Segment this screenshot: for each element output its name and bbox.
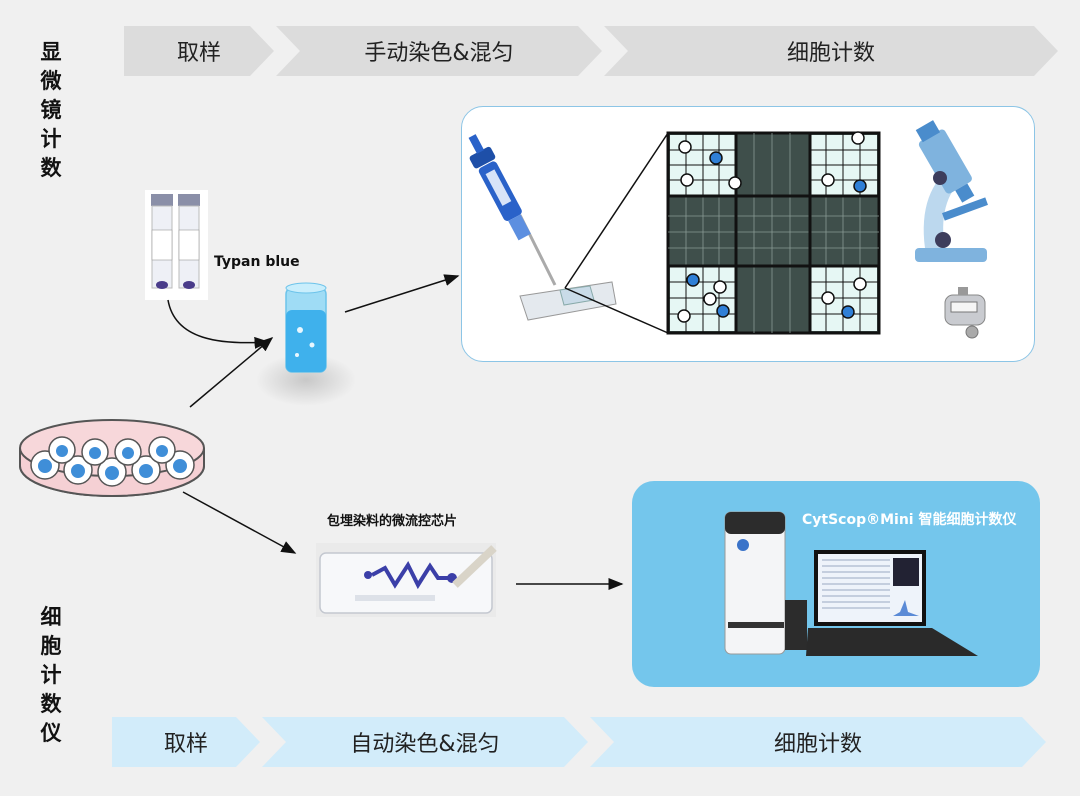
cell-counter-label: 细 胞 计 数 仪 bbox=[40, 605, 62, 745]
top-step-sampling: 取样 bbox=[124, 26, 274, 76]
microscope-count-label: 显 微 镜 计 数 bbox=[40, 40, 62, 180]
bottom-step-sampling: 取样 bbox=[112, 717, 260, 767]
typan-blue-label: Typan blue bbox=[214, 254, 300, 270]
petri-dish-icon bbox=[19, 419, 205, 497]
device-label: CytScop®Mini 智能细胞计数仪 bbox=[802, 512, 1017, 528]
tally-counter-icon bbox=[944, 287, 986, 339]
test-tube-icon bbox=[256, 282, 356, 406]
slide-icon bbox=[519, 281, 617, 321]
cell-counter-device-icon bbox=[724, 511, 807, 655]
arrow-tube-to-panel bbox=[344, 274, 460, 313]
pipette-icon bbox=[468, 134, 557, 286]
microfluidic-chip-icon bbox=[316, 543, 497, 617]
top-step-cell-count: 细胞计数 bbox=[604, 26, 1058, 76]
stain-vials-icon bbox=[145, 190, 208, 300]
microscope-icon bbox=[915, 120, 988, 262]
top-step-manual-stain: 手动染色&混匀 bbox=[276, 26, 602, 76]
laptop-icon bbox=[806, 550, 978, 656]
bottom-step-auto-stain: 自动染色&混匀 bbox=[262, 717, 588, 767]
arrow-dish-to-tube bbox=[189, 337, 274, 408]
arrow-dish-to-chip bbox=[182, 491, 297, 554]
arrow-vial-to-tube bbox=[167, 299, 270, 349]
chip-label: 包埋染料的微流控芯片 bbox=[327, 514, 458, 529]
bottom-step-cell-count: 细胞计数 bbox=[590, 717, 1046, 767]
hemocytometer-grid-icon bbox=[666, 131, 881, 335]
